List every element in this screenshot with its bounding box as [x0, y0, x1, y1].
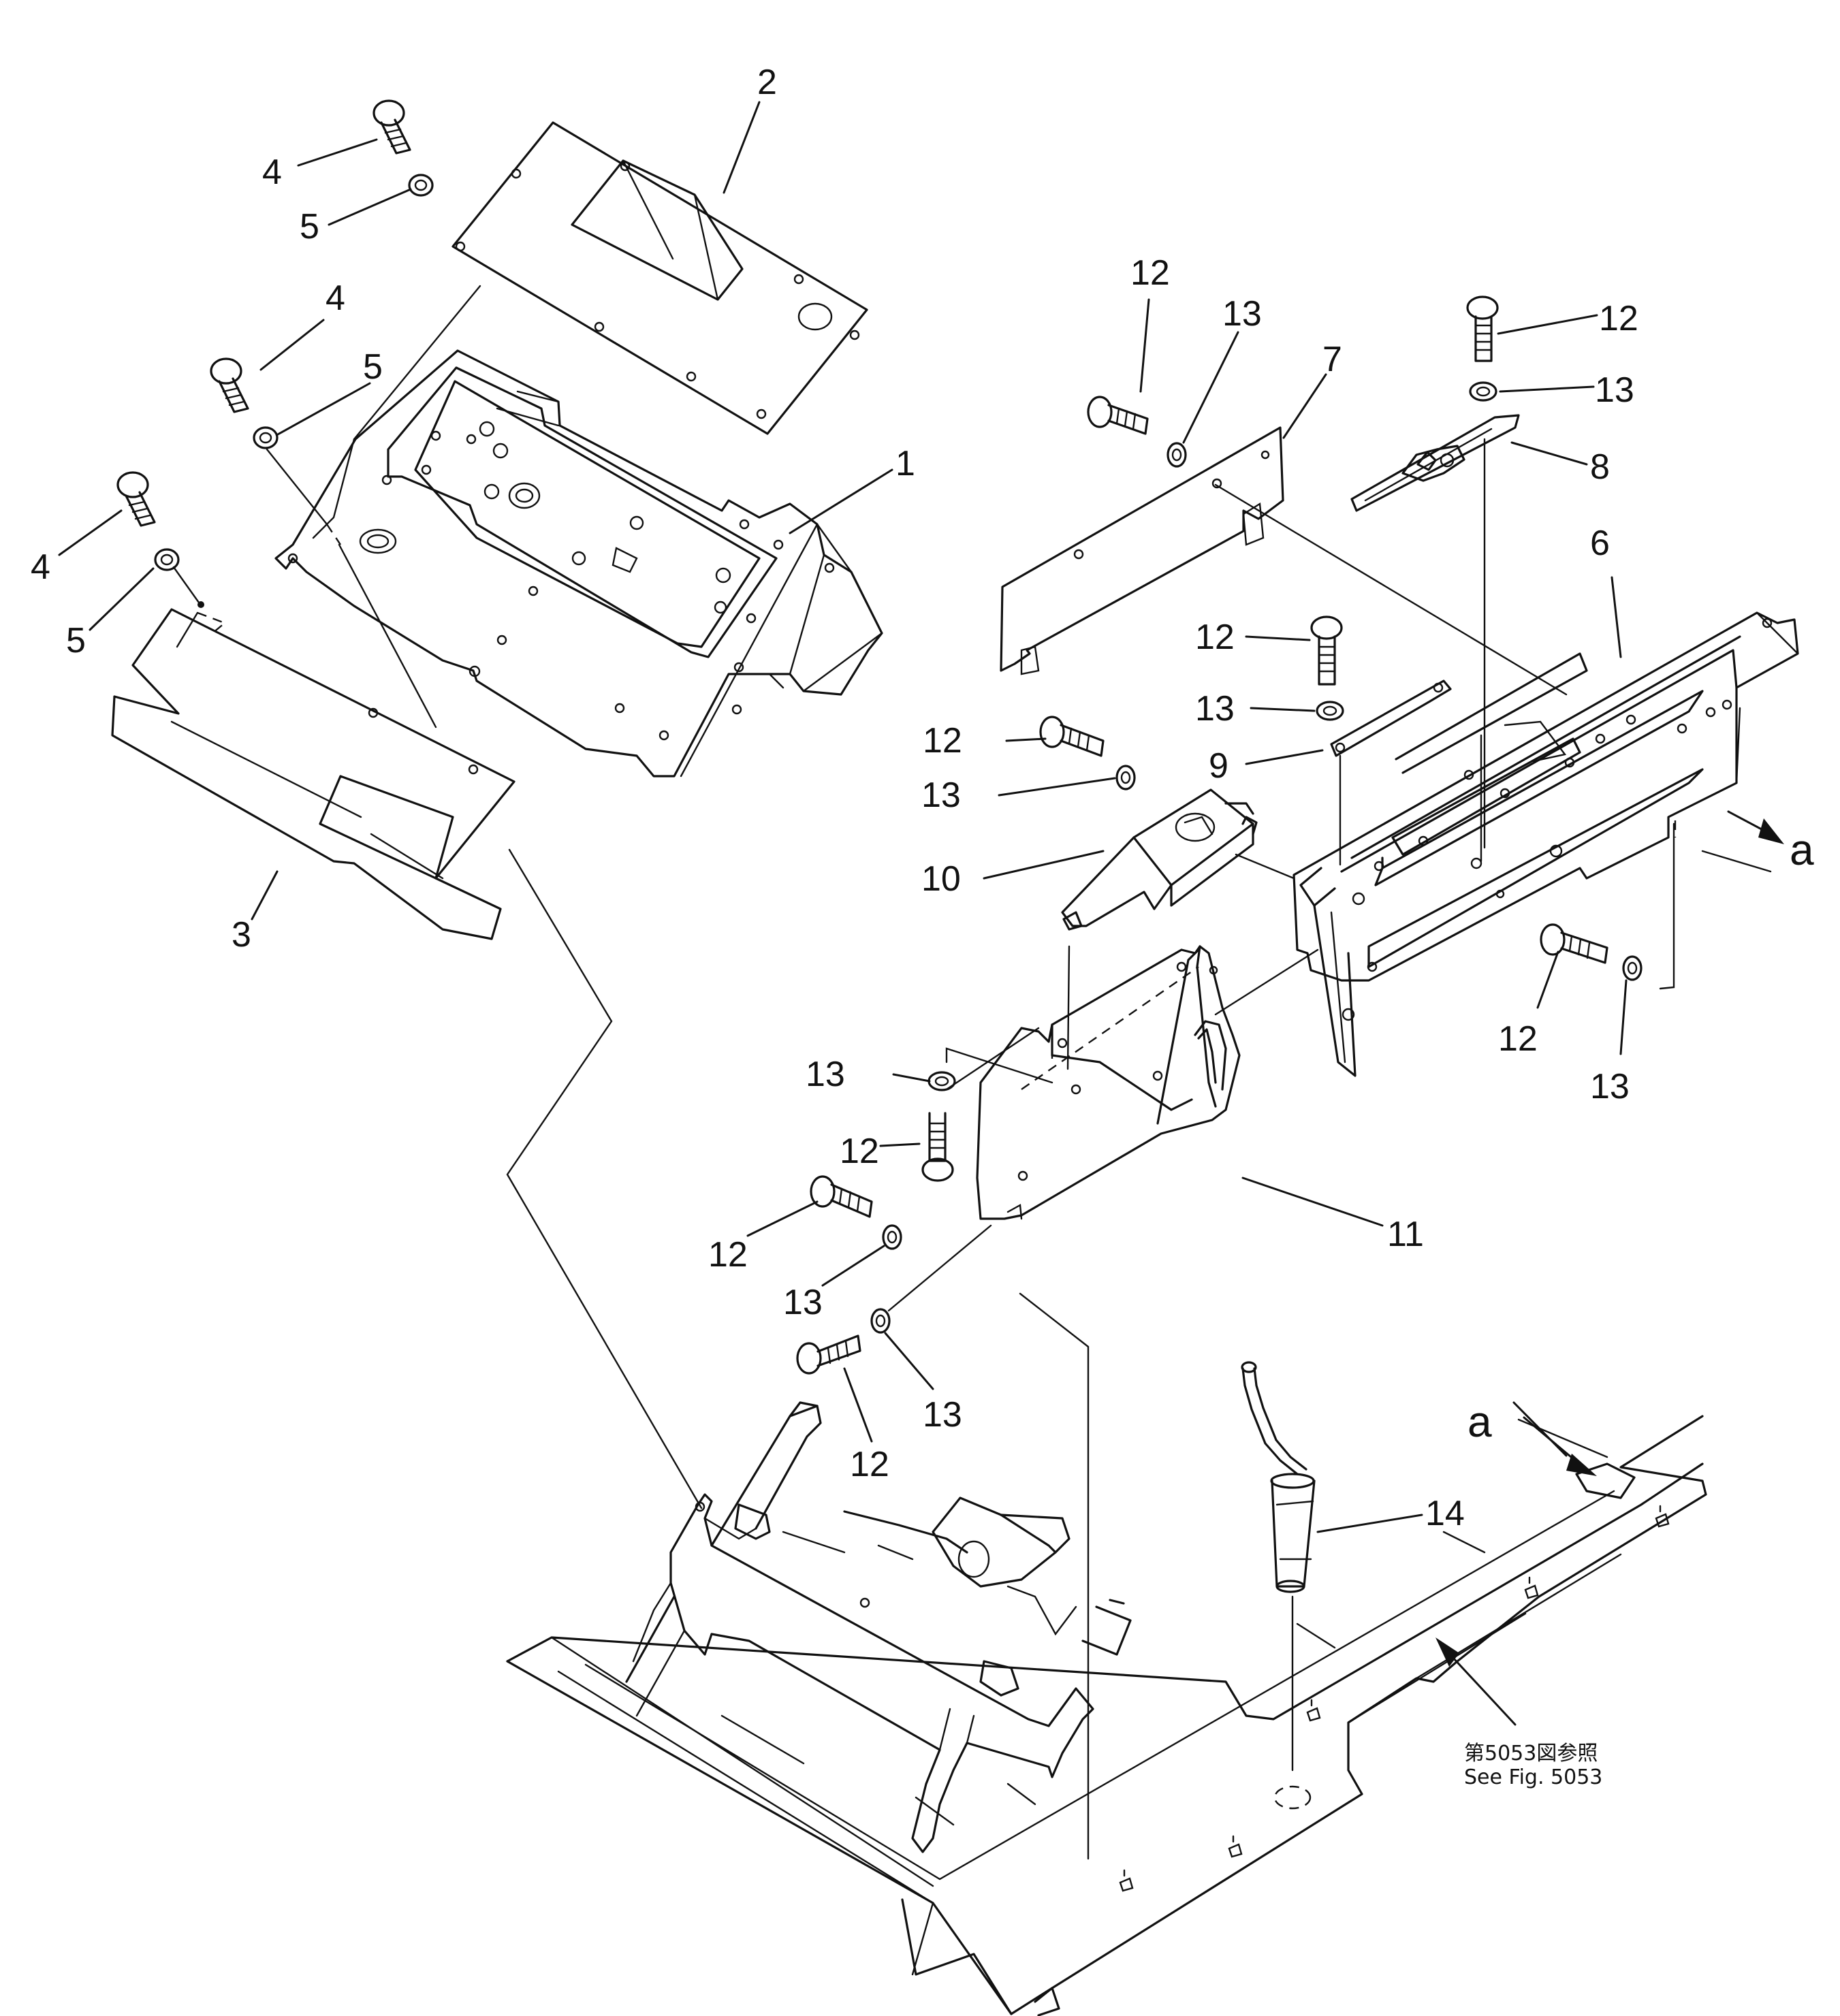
bolt-12-h [796, 1334, 861, 1375]
bolt-12-b [1466, 295, 1499, 362]
section-mark-a-top: a [1790, 825, 1814, 874]
callout-9: 9 [1209, 746, 1228, 786]
bolt-4-middle [210, 357, 249, 413]
callout-12-c: 12 [1195, 618, 1235, 657]
washer-5-middle [253, 426, 279, 449]
bolt-12-f [921, 1112, 954, 1182]
bolt-4-lower [116, 471, 156, 527]
callout-12-e: 12 [1498, 1019, 1538, 1059]
washer-13-c [1316, 701, 1344, 721]
callout-3: 3 [232, 915, 251, 955]
reference-note-jp: 第5053図参照 [1464, 1742, 1598, 1765]
callout-6: 6 [1590, 524, 1610, 563]
callout-13-d: 13 [921, 775, 961, 815]
callout-4-middle: 4 [326, 278, 345, 318]
callout-12-a: 12 [1130, 253, 1170, 293]
washer-13-g [882, 1224, 902, 1250]
callout-8: 8 [1590, 447, 1610, 487]
bolt-12-c [1310, 615, 1343, 686]
callout-12-d: 12 [923, 721, 962, 761]
part-11-side-panel [976, 945, 1241, 1220]
washer-5-lower [154, 548, 180, 571]
washer-13-e [1622, 955, 1643, 981]
section-arrow-a-bottom [1512, 1401, 1636, 1499]
callout-13-c: 13 [1195, 689, 1235, 729]
part-6-right-console [1292, 611, 1799, 1077]
part-1-console-frame [274, 349, 883, 778]
callout-12-g: 12 [708, 1235, 748, 1275]
callout-12-f: 12 [840, 1132, 879, 1171]
callout-14: 14 [1425, 1494, 1465, 1533]
callout-leaders [58, 101, 1628, 1533]
callout-13-h: 13 [923, 1395, 962, 1435]
bolt-12-d [1039, 716, 1105, 757]
part-14-lever [1241, 1361, 1316, 1593]
part-7-side-cover [1000, 426, 1284, 675]
callout-5-middle: 5 [363, 347, 383, 387]
callout-7: 7 [1322, 340, 1342, 379]
bolt-12-e [1540, 923, 1608, 964]
section-mark-a-bottom: a [1468, 1397, 1492, 1446]
section-arrow-a-top [1727, 810, 1784, 844]
callout-13-e: 13 [1590, 1067, 1630, 1106]
washer-13-d [1115, 765, 1136, 790]
part-9-strip [1330, 679, 1452, 757]
reference-note: 第5053図参照 See Fig. 5053 [1464, 1742, 1602, 1789]
part-8-latch [1350, 414, 1520, 512]
callout-10: 10 [921, 859, 961, 899]
part-3-front-panel [111, 601, 515, 940]
reference-note-en: See Fig. 5053 [1464, 1765, 1602, 1789]
callout-12-b: 12 [1599, 299, 1638, 338]
washer-13-b [1469, 381, 1497, 402]
callout-11: 11 [1387, 1215, 1424, 1254]
bolt-4-top [372, 99, 411, 155]
bolt-12-g [810, 1175, 873, 1218]
assembly-lines-left [172, 285, 703, 1509]
callout-4-lower: 4 [31, 547, 50, 587]
callout-13-b: 13 [1595, 370, 1634, 410]
assembly-lines-right [887, 438, 1772, 1860]
callout-4-top: 4 [262, 153, 282, 192]
washer-5-top [408, 174, 434, 197]
callout-13-a: 13 [1222, 294, 1262, 334]
callout-12-h: 12 [850, 1445, 889, 1484]
callout-13-g: 13 [783, 1283, 823, 1322]
part-10-bracket [1061, 788, 1258, 931]
callout-labels: 2 1 3 4 5 4 5 4 5 12 13 7 12 13 8 6 12 1… [31, 63, 1814, 1533]
bolt-12-a [1087, 396, 1149, 435]
callout-5-top: 5 [300, 207, 319, 246]
washer-13-a [1167, 442, 1187, 468]
washer-13-h [870, 1308, 891, 1334]
reference-arrow [1435, 1637, 1517, 1726]
callout-2: 2 [757, 63, 777, 102]
callout-5-lower: 5 [66, 621, 86, 660]
part-2-top-cover [451, 121, 868, 435]
callout-1: 1 [895, 444, 915, 483]
base-frame [506, 1415, 1707, 2016]
base-stand [625, 1401, 1132, 1853]
callout-13-f: 13 [806, 1055, 845, 1094]
weld-marks [1119, 1505, 1670, 1892]
